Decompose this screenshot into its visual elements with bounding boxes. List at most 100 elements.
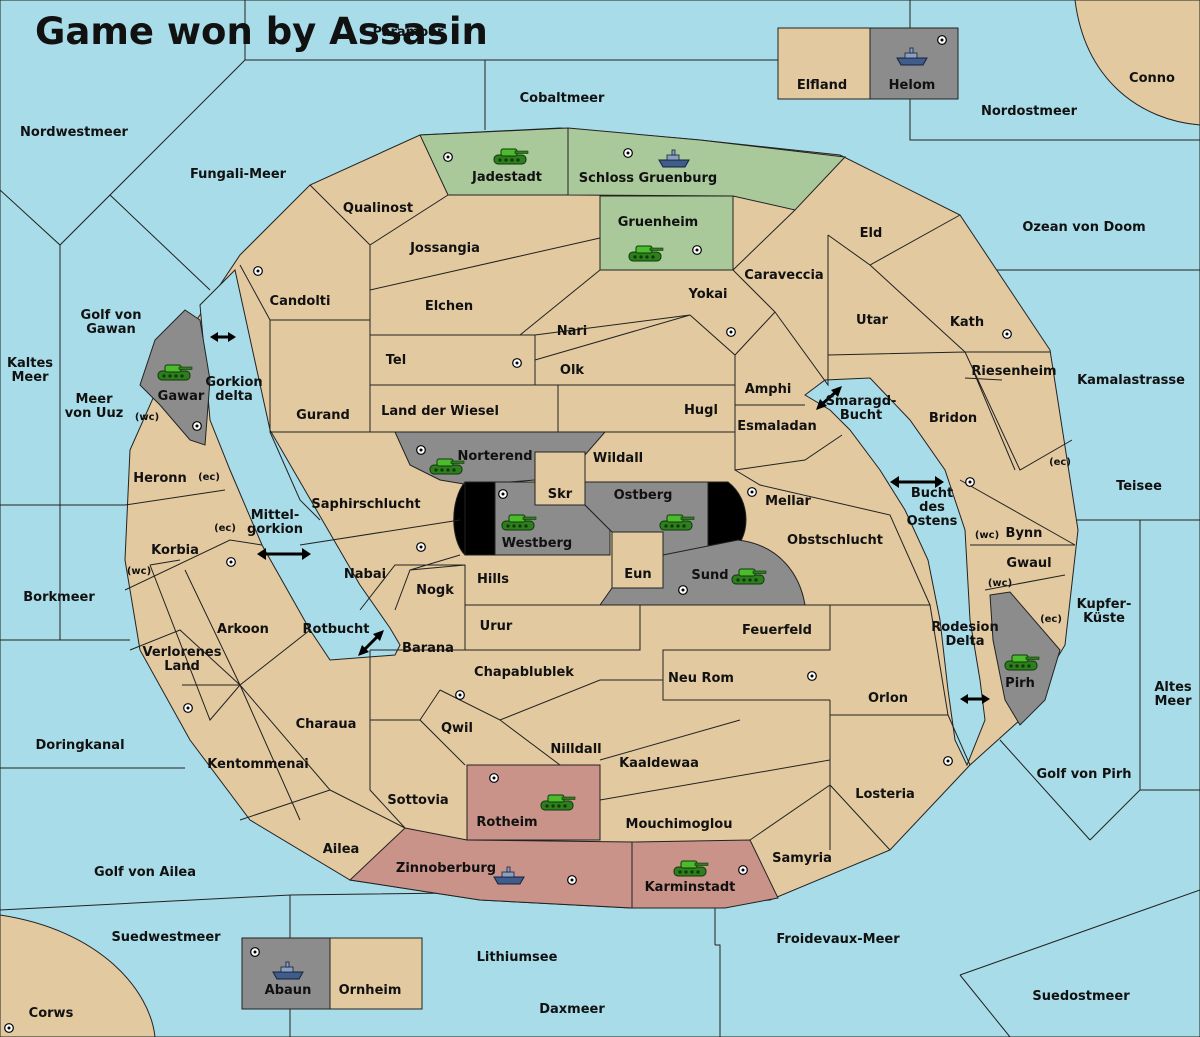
label-schloss: Schloss Gruenburg	[579, 171, 717, 186]
label-nordostmeer: Nordostmeer	[981, 104, 1078, 119]
label-yokai: Yokai	[687, 287, 727, 302]
coast-tag-wc: (wc)	[988, 578, 1012, 589]
coast-tag-ec: (ec)	[198, 472, 220, 483]
coast-tag-ec: (ec)	[1040, 614, 1062, 625]
label-kamalastrasse: Kamalastrasse	[1077, 373, 1185, 388]
label-mouchimoglou: Mouchimoglou	[626, 817, 733, 832]
coast-tag-wc: (wc)	[127, 566, 151, 577]
label-neu-rom: Neu Rom	[668, 671, 734, 686]
label-kentommenai: Kentommenai	[207, 757, 308, 772]
label-bynn: Bynn	[1006, 526, 1043, 541]
label-zinnoberburg: Zinnoberburg	[396, 861, 496, 876]
label-ornheim: Ornheim	[339, 983, 402, 998]
label-qwil: Qwil	[441, 721, 473, 736]
label-fungali: Fungali-Meer	[190, 167, 287, 182]
label-qualinost: Qualinost	[343, 201, 413, 216]
label-pirh: Pirh	[1005, 676, 1035, 691]
label-korbia: Korbia	[151, 543, 199, 558]
label-caraveccia: Caraveccia	[744, 268, 823, 283]
label-urur: Urur	[480, 619, 513, 634]
territory-corws[interactable]	[0, 914, 156, 1037]
label-paramoor: Paramoor	[373, 25, 445, 40]
label-ostberg: Ostberg	[614, 488, 673, 503]
label-nogk: Nogk	[416, 583, 454, 598]
label-elchen: Elchen	[425, 299, 473, 314]
label-samyria: Samyria	[772, 851, 832, 866]
territory-skr[interactable]	[534, 451, 586, 506]
label-kupfer: Kupfer-Küste	[1077, 597, 1132, 626]
label-nilldall: Nilldall	[550, 742, 601, 757]
label-arkoon: Arkoon	[217, 622, 269, 637]
label-saphirschlucht: Saphirschlucht	[311, 497, 420, 512]
label-eld: Eld	[860, 226, 883, 241]
label-feuerfeld: Feuerfeld	[742, 623, 812, 638]
label-gawar: Gawar	[158, 389, 205, 404]
territory-ornheim[interactable]	[329, 937, 423, 1010]
territory-borders	[124, 184, 1076, 851]
label-mellar: Mellar	[765, 494, 811, 509]
label-eun: Eun	[624, 567, 651, 582]
label-barana: Barana	[402, 641, 454, 656]
label-nabai: Nabai	[344, 567, 386, 582]
label-jadestadt: Jadestadt	[471, 170, 542, 185]
label-rotheim: Rotheim	[476, 815, 537, 830]
label-chapablublek: Chapablublek	[474, 665, 574, 680]
label-amphi: Amphi	[745, 382, 792, 397]
label-kaaldewaa: Kaaldewaa	[619, 756, 699, 771]
label-kath: Kath	[950, 315, 984, 330]
label-tel: Tel	[386, 353, 406, 368]
label-ailea: Ailea	[323, 842, 360, 857]
label-heronn: Heronn	[133, 471, 187, 486]
label-jossangia: Jossangia	[409, 241, 480, 256]
label-froidevaux: Froidevaux-Meer	[776, 932, 900, 947]
label-utar: Utar	[856, 313, 889, 328]
coast-tag-ec: (ec)	[1049, 457, 1071, 468]
adjacency-arrows	[210, 332, 990, 704]
label-ozean: Ozean von Doom	[1022, 220, 1145, 235]
label-cobaltmeer: Cobaltmeer	[520, 91, 605, 106]
label-karminstadt: Karminstadt	[645, 880, 736, 895]
label-esmaladan: Esmaladan	[737, 419, 817, 434]
label-sottovia: Sottovia	[387, 793, 448, 808]
label-sund: Sund	[691, 568, 728, 583]
sea-east-channel	[804, 377, 986, 767]
label-bridon: Bridon	[929, 411, 977, 426]
coast-tag-wc: (wc)	[975, 530, 999, 541]
label-helom: Helom	[889, 78, 936, 93]
territory-eun[interactable]	[611, 531, 664, 589]
label-charaua: Charaua	[296, 717, 357, 732]
label-borkmeer: Borkmeer	[23, 590, 95, 605]
label-hills: Hills	[477, 572, 509, 587]
game-result-title: Game won by Assasin	[35, 10, 488, 53]
coast-tag-ec: (ec)	[214, 523, 236, 534]
label-suedwestmeer: Suedwestmeer	[111, 930, 221, 945]
label-suedostmeer: Suedostmeer	[1032, 989, 1130, 1004]
label-olk: Olk	[560, 363, 585, 378]
territory-gruenheim[interactable]	[599, 195, 734, 271]
label-lithiumsee: Lithiumsee	[477, 950, 558, 965]
label-corws: Corws	[29, 1006, 74, 1021]
label-elfland: Elfland	[797, 78, 847, 93]
label-golf-ailea: Golf von Ailea	[94, 865, 196, 880]
label-gruenheim: Gruenheim	[618, 215, 698, 230]
label-abaun: Abaun	[265, 983, 312, 998]
label-golf-pirh: Golf von Pirh	[1036, 767, 1131, 782]
label-smaragd: Smaragd-Bucht	[826, 394, 897, 423]
label-mittelgorkion: Mittel-gorkion	[247, 508, 303, 537]
label-obstschlucht: Obstschlucht	[787, 533, 883, 548]
territory-conno[interactable]	[1074, 0, 1200, 126]
label-westberg: Westberg	[502, 536, 572, 551]
label-conno: Conno	[1129, 71, 1175, 86]
label-nordwestmeer: Nordwestmeer	[20, 125, 128, 140]
territory-elfland[interactable]	[777, 27, 871, 100]
label-gwaul: Gwaul	[1006, 556, 1051, 571]
